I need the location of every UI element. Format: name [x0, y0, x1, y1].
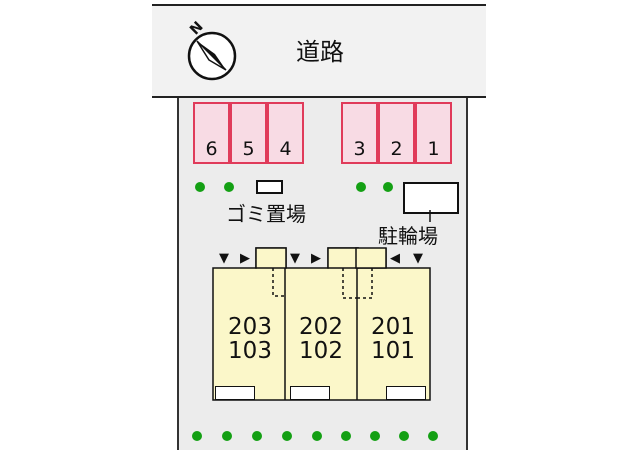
parking-slot-number: 3	[353, 138, 366, 160]
parking-slot-6: 6	[193, 102, 230, 164]
tree-icon	[383, 182, 393, 192]
tree-icon	[370, 431, 380, 441]
parking-slot-2: 2	[378, 102, 415, 164]
tree-icon	[399, 431, 409, 441]
parking-slot-4: 4	[267, 102, 304, 164]
tree-icon	[312, 431, 322, 441]
unit-number-upper: 202	[299, 314, 343, 340]
garbage-area-box	[256, 180, 283, 194]
parking-slot-number: 5	[242, 138, 255, 160]
parking-slot-number: 2	[390, 138, 403, 160]
parking-slot-number: 1	[427, 138, 440, 160]
unit-number-upper: 203	[228, 314, 272, 340]
tree-icon	[252, 431, 262, 441]
parking-slot-3: 3	[341, 102, 378, 164]
tree-icon	[428, 431, 438, 441]
tree-icon	[195, 182, 205, 192]
unit-number-lower: 103	[228, 338, 272, 364]
tree-icon	[192, 431, 202, 441]
tree-icon	[356, 182, 366, 192]
entrance-arrow-icon: ▼	[290, 251, 300, 266]
entrance-arrow-icon: ◀	[390, 251, 400, 266]
balcony-box	[215, 386, 255, 400]
tree-icon	[224, 182, 234, 192]
entrance-arrow-icon: ▶	[311, 251, 321, 266]
tree-icon	[282, 431, 292, 441]
unit-number-upper: 201	[371, 314, 415, 340]
unit-number-lower: 101	[371, 338, 415, 364]
bicycle-parking-box	[403, 182, 459, 214]
bicycle-parking-label: 駐輪場	[378, 224, 438, 248]
garbage-area-label: ゴミ置場	[226, 202, 306, 226]
balcony-box	[290, 386, 330, 400]
entrance-arrow-icon: ▼	[413, 251, 423, 266]
parking-slot-5: 5	[230, 102, 267, 164]
tree-icon	[222, 431, 232, 441]
entrance-arrow-icon: ▶	[240, 251, 250, 266]
road-label: 道路	[296, 38, 344, 66]
leader-line	[429, 210, 431, 222]
entrance-arrow-icon: ▼	[219, 251, 229, 266]
parking-slot-number: 4	[279, 138, 292, 160]
tree-icon	[341, 431, 351, 441]
parking-slot-number: 6	[205, 138, 218, 160]
unit-number-lower: 102	[299, 338, 343, 364]
compass-icon: N	[187, 20, 237, 81]
balcony-box	[386, 386, 426, 400]
parking-slot-1: 1	[415, 102, 452, 164]
